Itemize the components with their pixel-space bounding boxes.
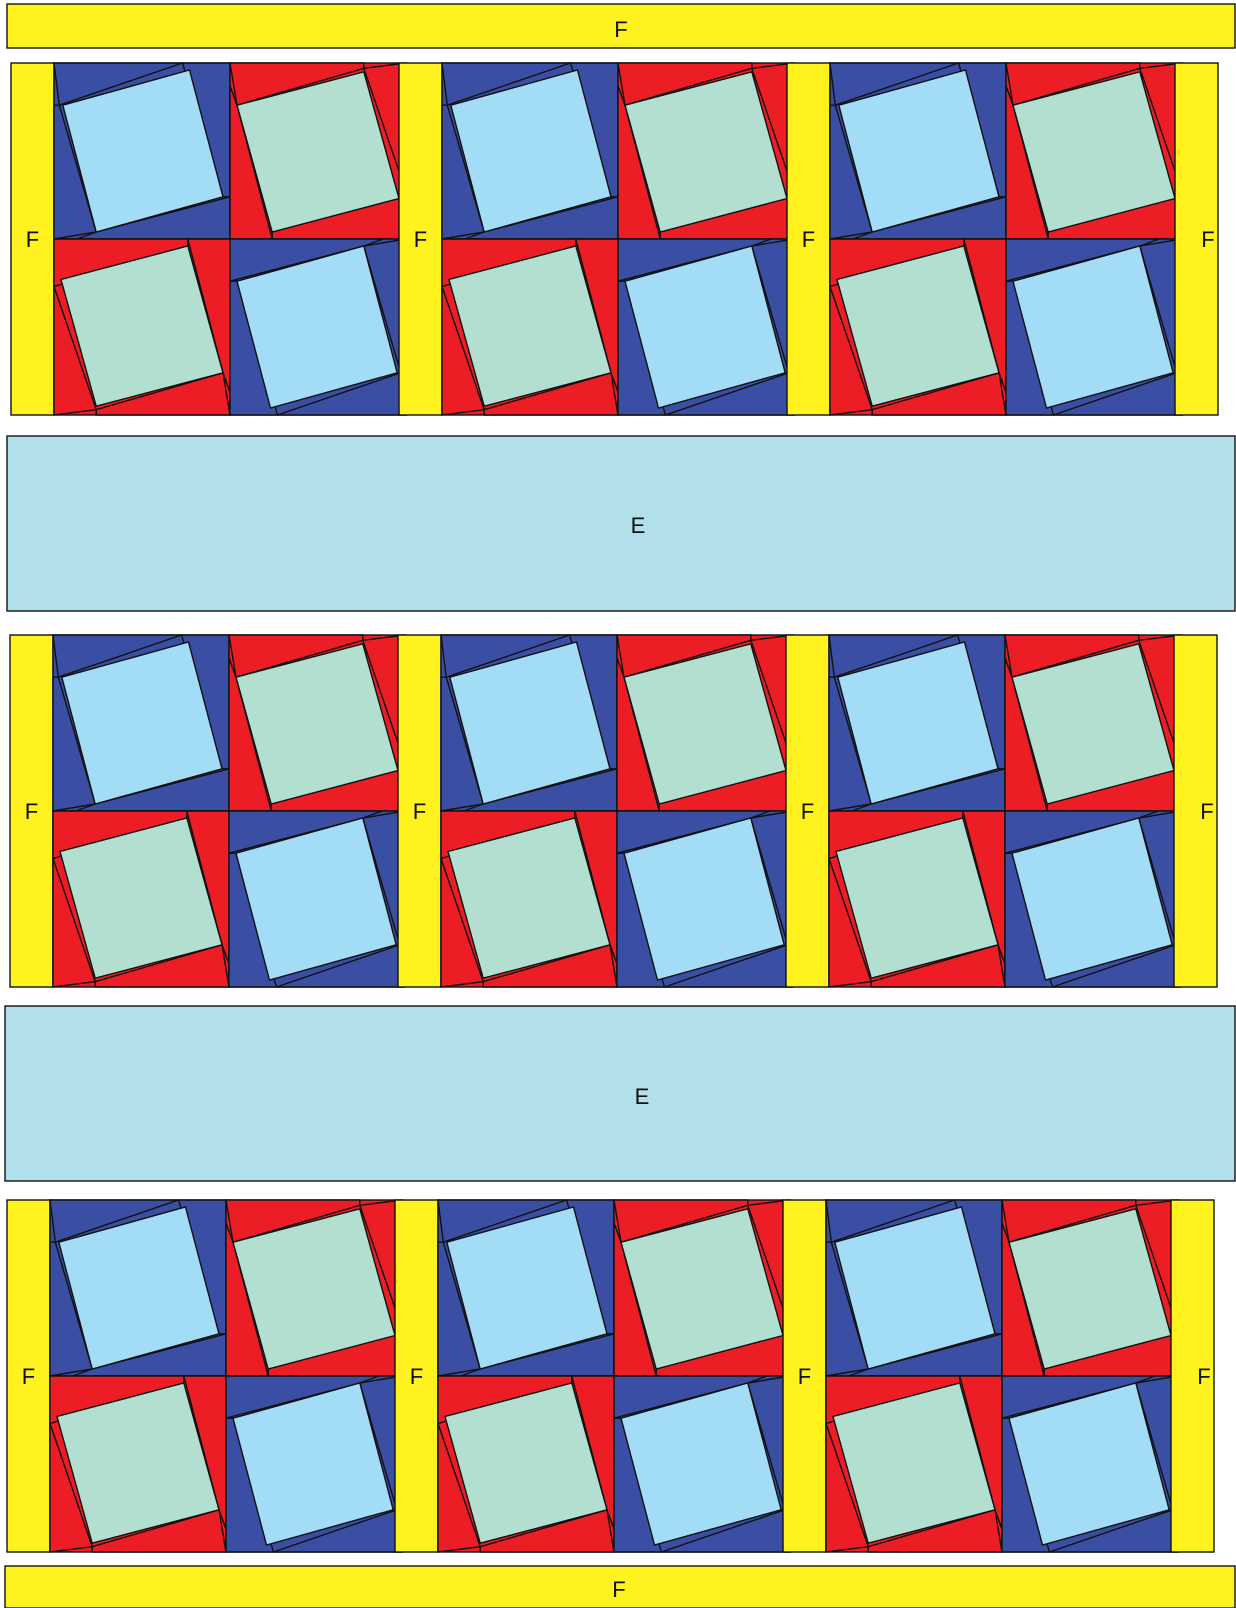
vertical-sash-label: F <box>1200 799 1213 824</box>
top-border-label: F <box>614 17 627 42</box>
vertical-sash: F <box>1171 1200 1214 1552</box>
vertical-sash-label: F <box>802 227 815 252</box>
quilt-block <box>53 635 405 987</box>
sashing-label: E <box>635 1084 650 1109</box>
sashing-strip <box>5 1006 1235 1181</box>
sashing-row-1: E <box>7 436 1235 611</box>
quilt-block <box>830 63 1182 415</box>
vertical-sash-label: F <box>26 227 39 252</box>
vertical-sash-label: F <box>1201 227 1214 252</box>
sashing-strip <box>7 436 1235 611</box>
vertical-sash: F <box>786 635 829 987</box>
top-border: F <box>7 4 1235 48</box>
vertical-sash: F <box>783 1200 826 1552</box>
bottom-border: F <box>5 1566 1235 1608</box>
vertical-sash: F <box>395 1200 438 1552</box>
quilt-block <box>50 1200 402 1552</box>
sashing-label: E <box>631 513 646 538</box>
vertical-sash-label: F <box>413 799 426 824</box>
block-row-3: FFFF <box>7 1200 1214 1552</box>
vertical-sash: F <box>399 63 442 415</box>
quilt-block <box>438 1200 790 1552</box>
vertical-sash-label: F <box>798 1364 811 1389</box>
vertical-sash: F <box>1174 635 1217 987</box>
block-row-2: FFFF <box>10 635 1217 987</box>
vertical-sash: F <box>398 635 441 987</box>
sashing-row-2: E <box>5 1006 1235 1181</box>
quilt-block <box>441 635 793 987</box>
vertical-sash-label: F <box>25 799 38 824</box>
quilt-block <box>826 1200 1178 1552</box>
vertical-sash: F <box>1175 63 1218 415</box>
quilt-block <box>829 635 1181 987</box>
vertical-sash-label: F <box>414 227 427 252</box>
vertical-sash-label: F <box>1197 1364 1210 1389</box>
vertical-sash: F <box>7 1200 50 1552</box>
vertical-sash-label: F <box>22 1364 35 1389</box>
bottom-border-label: F <box>612 1577 625 1602</box>
quilt-block <box>54 63 406 415</box>
vertical-sash: F <box>787 63 830 415</box>
vertical-sash: F <box>11 63 54 415</box>
vertical-sash-label: F <box>801 799 814 824</box>
vertical-sash-label: F <box>410 1364 423 1389</box>
quilt-block <box>442 63 794 415</box>
vertical-sash: F <box>10 635 53 987</box>
